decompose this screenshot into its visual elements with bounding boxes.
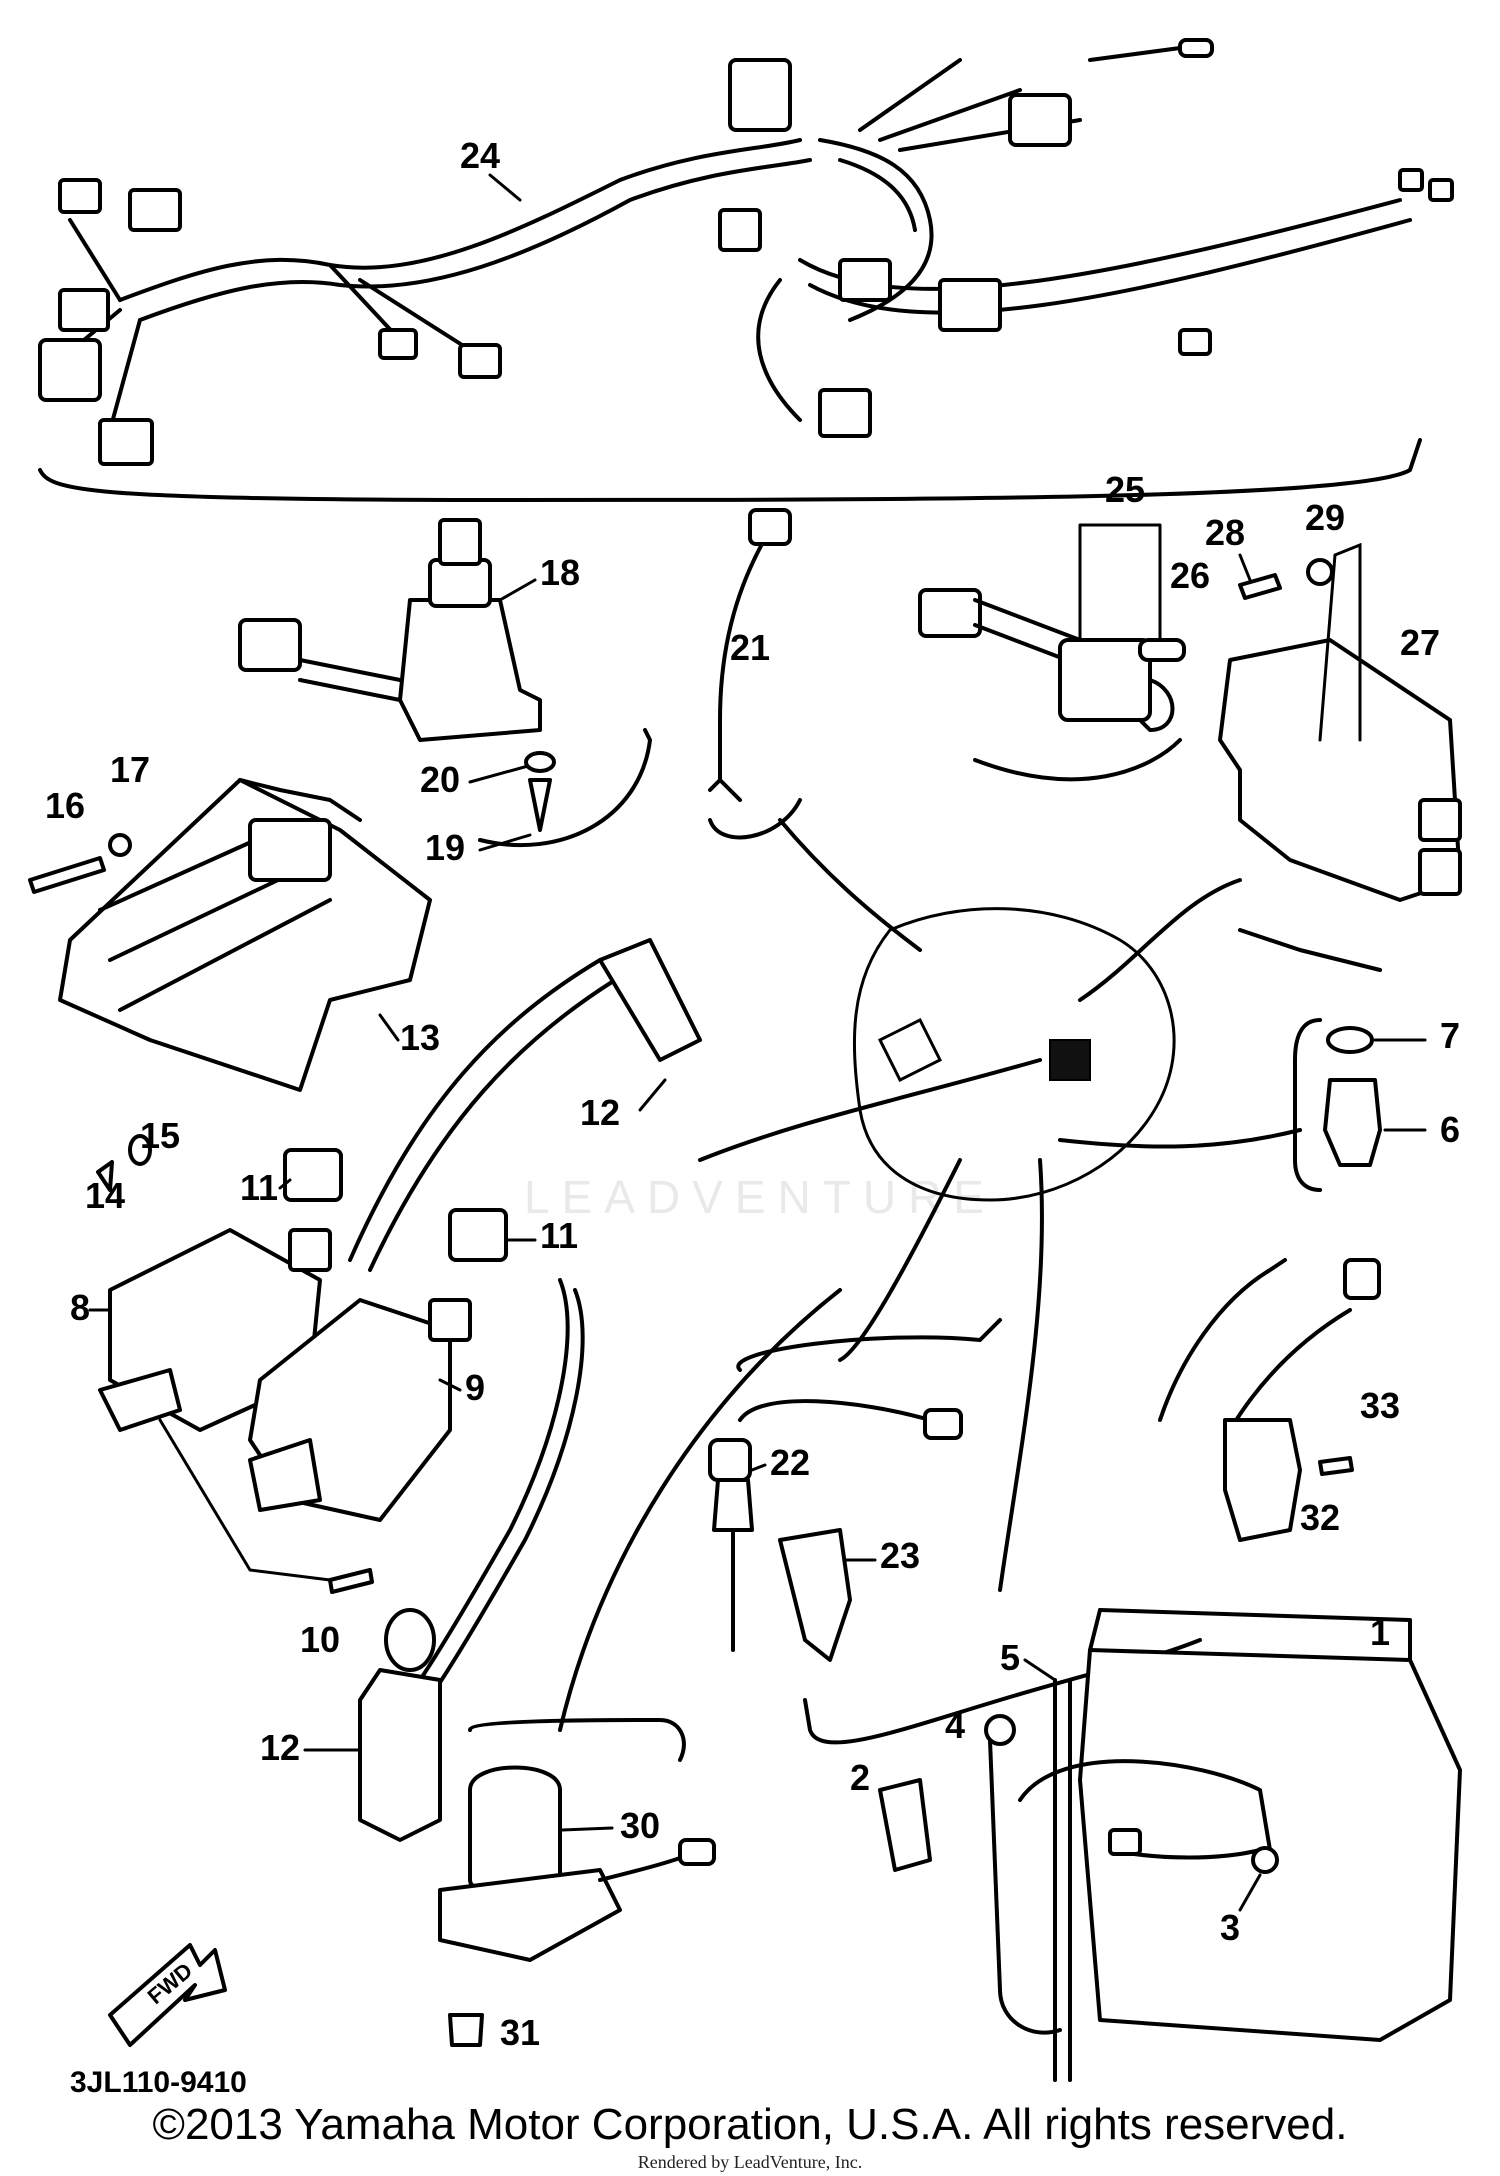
spark-plug-cap-12-upper[interactable] xyxy=(348,938,702,1272)
callout-32: 32 xyxy=(1300,1497,1340,1538)
callout-20: 20 xyxy=(420,759,460,800)
callout-2: 2 xyxy=(850,1757,870,1798)
battery-1[interactable] xyxy=(1078,1608,1462,2042)
callout-4: 4 xyxy=(945,1705,965,1746)
callout-8: 8 xyxy=(70,1287,90,1328)
bracket-23[interactable] xyxy=(778,1528,852,1662)
igniter-13[interactable] xyxy=(58,778,432,1092)
collar-29 xyxy=(1306,558,1334,586)
screw-28 xyxy=(1238,573,1282,600)
callout-12-lower: 12 xyxy=(260,1727,300,1768)
callout-10: 10 xyxy=(300,1619,340,1660)
callout-28: 28 xyxy=(1205,512,1245,553)
diagram-code: 3JL110-9410 xyxy=(70,2066,247,2099)
cable-4[interactable] xyxy=(984,1714,1062,2035)
washer-7 xyxy=(1326,1026,1374,1054)
callout-7: 7 xyxy=(1440,1015,1460,1056)
relay-32[interactable] xyxy=(1223,1258,1381,1542)
bolt-16 xyxy=(28,856,106,894)
cover-2[interactable] xyxy=(878,1778,932,1872)
callout-24: 24 xyxy=(460,135,500,176)
callout-30: 30 xyxy=(620,1805,660,1846)
boot-11-left[interactable] xyxy=(283,1148,343,1202)
spark-plug-cap-12-lower[interactable] xyxy=(358,1608,442,1842)
callout-16: 16 xyxy=(45,785,85,826)
main-switch[interactable] xyxy=(238,518,542,742)
callout-14: 14 xyxy=(85,1175,125,1216)
collar-15 xyxy=(128,1134,152,1166)
callout-22: 22 xyxy=(770,1442,810,1483)
callout-33: 33 xyxy=(1360,1385,1400,1426)
bolt-31 xyxy=(448,2013,484,2047)
callout-11-left: 11 xyxy=(240,1167,278,1208)
ignition-coil-9[interactable] xyxy=(248,1298,472,1522)
fwd-arrow-icon xyxy=(108,1943,227,2047)
starter-relay-30[interactable] xyxy=(438,1765,716,1962)
washer-17 xyxy=(108,833,132,857)
callout-15: 15 xyxy=(140,1115,180,1156)
screw-10 xyxy=(328,1568,374,1594)
screw-19 xyxy=(528,778,552,832)
callout-27: 27 xyxy=(1400,622,1440,663)
boot-11-right[interactable] xyxy=(448,1208,508,1262)
sensor-22[interactable] xyxy=(708,1399,963,1652)
neutral-switch-21[interactable] xyxy=(708,508,792,802)
fuse-holder-25[interactable] xyxy=(918,588,1186,732)
cdi-unit-27[interactable] xyxy=(1218,638,1462,902)
callout-31: 31 xyxy=(500,2012,540,2053)
callout-3: 3 xyxy=(1220,1907,1240,1948)
callout-6: 6 xyxy=(1440,1109,1460,1150)
callout-5: 5 xyxy=(1000,1637,1020,1678)
callout-17: 17 xyxy=(110,749,150,790)
callout-21: 21 xyxy=(730,627,770,668)
callout-23: 23 xyxy=(880,1535,920,1576)
battery-band-5[interactable] xyxy=(1053,1678,1072,2082)
callout-18: 18 xyxy=(540,552,580,593)
callout-26: 26 xyxy=(1170,555,1210,596)
callout-1: 1 xyxy=(1370,1612,1390,1653)
callout-11-right: 11 xyxy=(540,1215,578,1256)
rendered-by-text: Rendered by LeadVenture, Inc. xyxy=(637,2152,863,2172)
callout-13: 13 xyxy=(400,1017,440,1058)
cable-3[interactable] xyxy=(1018,1759,1279,1874)
callout-29: 29 xyxy=(1305,497,1345,538)
frame-outline xyxy=(698,907,1302,1592)
wire-harness[interactable] xyxy=(38,38,1454,466)
callout-25: 25 xyxy=(1105,469,1145,510)
callout-9: 9 xyxy=(465,1367,485,1408)
callout-12-upper: 12 xyxy=(580,1092,620,1133)
bolt-14 xyxy=(96,1160,114,1192)
washer-20 xyxy=(524,751,556,773)
copyright-text: ©2013 Yamaha Motor Corporation, U.S.A. A… xyxy=(152,2100,1348,2149)
switch-6[interactable] xyxy=(1323,1078,1382,1167)
screw-33 xyxy=(1318,1456,1354,1476)
callout-19: 19 xyxy=(425,827,465,868)
